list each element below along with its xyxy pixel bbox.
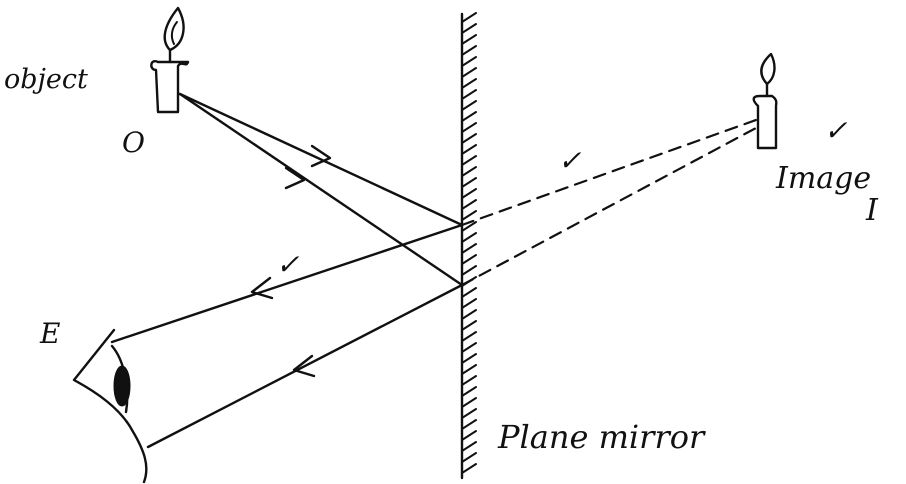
plane-mirror bbox=[460, 12, 477, 480]
incident-rays bbox=[178, 92, 464, 287]
ray-arrowhead bbox=[310, 144, 332, 168]
image-point-label: I bbox=[865, 193, 879, 228]
object-label: object bbox=[4, 64, 88, 95]
ray-arrowhead bbox=[292, 354, 316, 378]
ray-arrowhead bbox=[284, 166, 306, 190]
object-point-label: O bbox=[122, 126, 145, 159]
tick-mark: ✓ bbox=[276, 248, 300, 281]
ray-arrowhead bbox=[250, 276, 274, 300]
tick-mark: ✓ bbox=[558, 144, 582, 177]
eye-pupil bbox=[113, 365, 131, 407]
eye-label: E bbox=[39, 317, 60, 350]
mirror-label: Plane mirror bbox=[497, 418, 706, 456]
image-label: Image bbox=[775, 161, 871, 196]
reflected-rays bbox=[110, 223, 464, 449]
object-flame bbox=[163, 6, 185, 52]
virtual-rays bbox=[460, 118, 758, 287]
image-flame bbox=[760, 52, 776, 86]
image-candle bbox=[752, 52, 778, 150]
object-candle bbox=[150, 6, 190, 114]
eye bbox=[72, 328, 148, 484]
tick-mark: ✓ bbox=[824, 114, 848, 147]
